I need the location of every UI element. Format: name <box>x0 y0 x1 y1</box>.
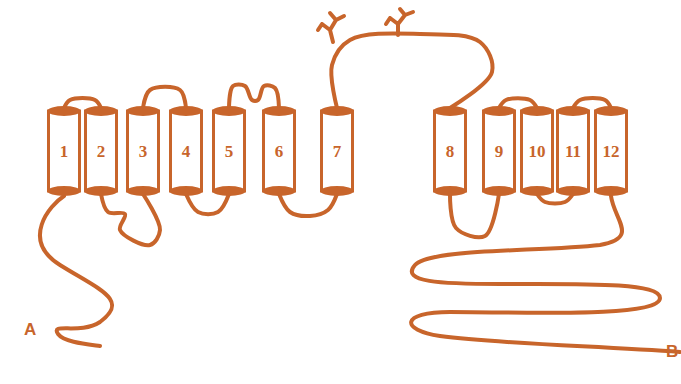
loop-connector <box>450 194 499 237</box>
helix-number: 4 <box>169 143 203 160</box>
helix-number: 12 <box>594 143 628 160</box>
helix-cylinder: 1 <box>47 106 81 196</box>
loop-connector <box>229 84 279 108</box>
helix-number: 8 <box>433 143 467 160</box>
loop-connector <box>186 194 229 214</box>
helix-cylinder: 5 <box>212 106 246 196</box>
helix-number: 1 <box>47 143 81 160</box>
helix-cylinder: 11 <box>556 106 590 196</box>
helix-cylinder: 4 <box>169 106 203 196</box>
helix-cylinder: 6 <box>262 106 296 196</box>
helix-number: 2 <box>84 143 118 160</box>
helix-number: 10 <box>520 143 554 160</box>
helix-number: 6 <box>262 143 296 160</box>
helix-number: 9 <box>482 143 516 160</box>
helix-cylinder: 3 <box>126 106 160 196</box>
n-terminal-tail <box>40 196 112 346</box>
helix-cylinder: 7 <box>320 106 354 196</box>
helix-cylinder: 8 <box>433 106 467 196</box>
helix-cylinder: 9 <box>482 106 516 196</box>
helix-cylinder: 12 <box>594 106 628 196</box>
loop-connector <box>143 87 186 108</box>
helix-cylinder: 10 <box>520 106 554 196</box>
loop-connector <box>101 194 160 245</box>
helix-number: 5 <box>212 143 246 160</box>
glycan-tree <box>318 13 344 42</box>
loop-connector <box>331 33 492 108</box>
terminus-label: A <box>24 320 36 340</box>
loop-connector <box>279 194 337 216</box>
glycan-tree <box>386 9 413 35</box>
terminus-label: B <box>666 342 678 362</box>
helix-number: 3 <box>126 143 160 160</box>
helix-number: 11 <box>556 143 590 160</box>
helix-number: 7 <box>320 143 354 160</box>
helix-cylinder: 2 <box>84 106 118 196</box>
